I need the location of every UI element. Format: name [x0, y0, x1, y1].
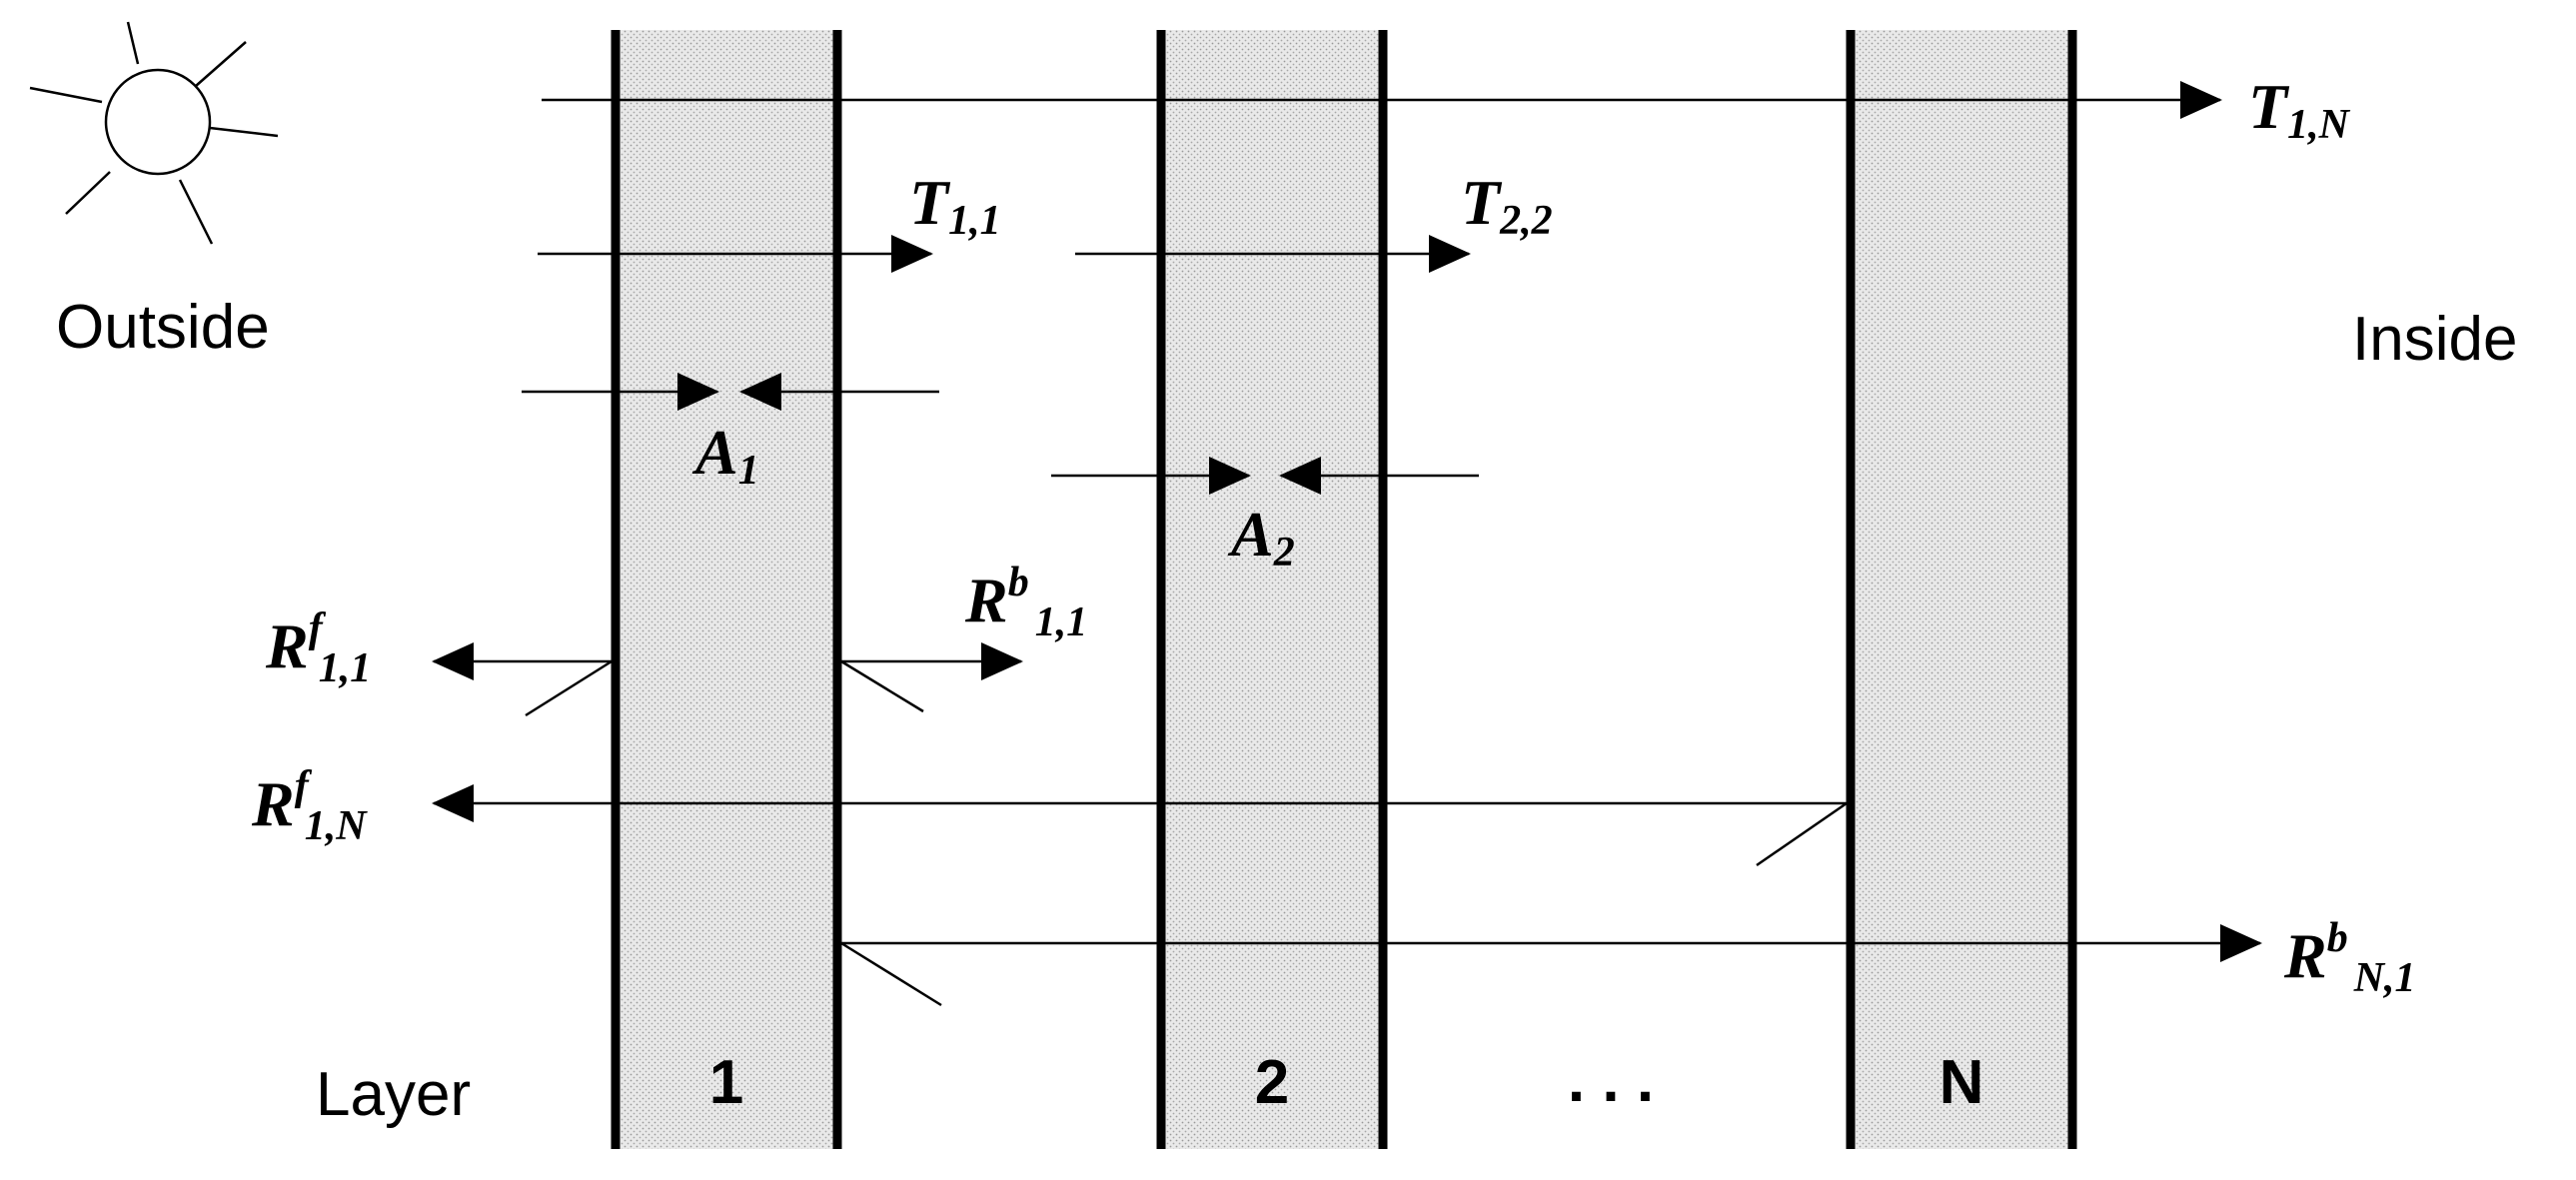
label-t11: T1,1 — [909, 167, 1001, 244]
layer-2-number: 2 — [1255, 1048, 1289, 1117]
layer-n — [1846, 30, 2077, 1149]
layer-2 — [1156, 30, 1388, 1149]
label-rbn1: RbN,1 — [2283, 915, 2416, 1001]
inside-label: Inside — [2352, 305, 2517, 374]
ray-rf11-incident — [525, 659, 613, 717]
label-a1: A1 — [691, 417, 759, 494]
label-t1n: T1,N — [2248, 71, 2351, 148]
layer-1-number: 1 — [709, 1048, 743, 1117]
layer-label: Layer — [316, 1060, 471, 1129]
layer-1 — [611, 30, 842, 1149]
ray-rbn1-incident — [840, 941, 942, 1007]
layer-ellipsis: . . . — [1568, 1046, 1654, 1115]
label-t22: T2,2 — [1461, 167, 1553, 244]
outside-label: Outside — [56, 293, 270, 362]
label-rb11: Rb1,1 — [964, 560, 1087, 645]
label-a2: A2 — [1227, 499, 1295, 576]
sun-icon — [29, 21, 279, 245]
ray-rf1n-incident — [1756, 801, 1848, 867]
ray-rb11-incident — [840, 659, 924, 713]
layer-n-number: N — [1939, 1048, 1984, 1117]
